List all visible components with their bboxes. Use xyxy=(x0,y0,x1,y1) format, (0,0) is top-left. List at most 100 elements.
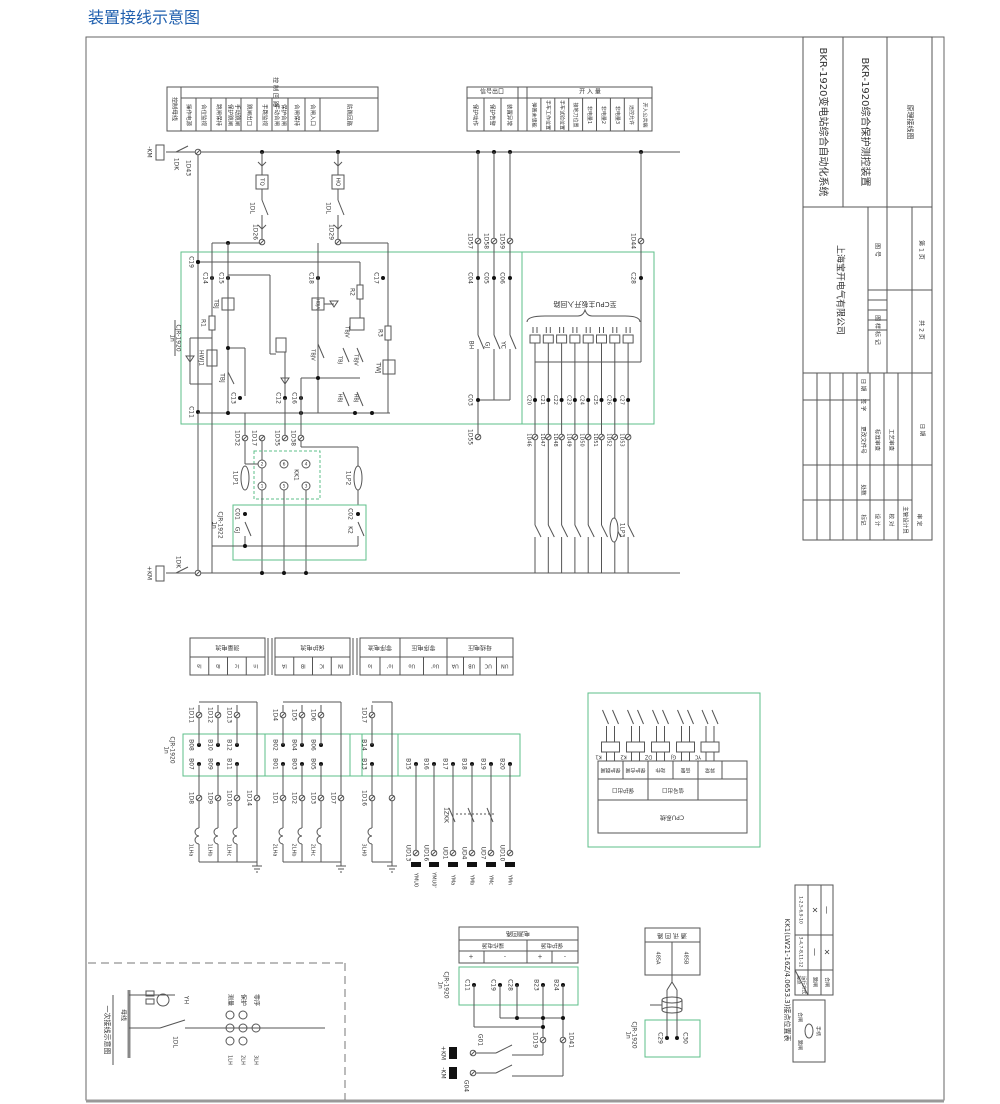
wire xyxy=(337,224,343,230)
table-cell: 跳闸保持 xyxy=(215,104,223,127)
terminal-label: 1D58 xyxy=(483,233,490,249)
pin-label: C18 xyxy=(308,272,315,284)
junction-dot xyxy=(476,276,480,280)
table-cell: Uo' xyxy=(431,663,439,669)
plate-label: 1LP3 xyxy=(619,523,626,538)
table-mark: × xyxy=(811,907,820,914)
table-cell: 485A xyxy=(655,952,661,966)
component-label: HBJA xyxy=(315,299,321,311)
terminal-slash xyxy=(234,712,240,718)
coil-icon xyxy=(651,741,670,753)
page-title: 装置接线示意图 xyxy=(88,8,201,27)
bus-terminal-icon xyxy=(505,862,515,867)
role-label: 设 计 xyxy=(874,514,882,527)
table-cell: IC xyxy=(319,663,324,669)
terminal-slash xyxy=(625,434,631,440)
ct-icon xyxy=(225,1023,235,1033)
table-cell: 操作电源 xyxy=(185,104,193,127)
drawing-frame xyxy=(85,36,945,1101)
terminal-slash xyxy=(335,239,341,245)
pin-label: B24 xyxy=(553,979,560,991)
switch-label: 1DK xyxy=(173,158,180,171)
pin-label: C16 xyxy=(291,392,298,404)
terminal-slash xyxy=(638,238,644,244)
table-cell: Ic xyxy=(235,663,239,669)
pin-label: B05 xyxy=(310,758,317,770)
terminal-slash xyxy=(369,712,375,718)
device-label: 1n xyxy=(625,1031,632,1039)
table-cell: 接点 xyxy=(796,976,803,985)
terminal-slash xyxy=(470,1070,476,1076)
pin-label: C12 xyxy=(275,392,282,404)
terminal-label: 1D26 xyxy=(252,224,259,240)
function-label: 测量 xyxy=(227,994,235,1006)
terminal-slash xyxy=(318,712,324,718)
terminal-slash xyxy=(254,795,260,801)
switch-contact-icon xyxy=(662,709,669,725)
terminal-slash xyxy=(282,435,288,441)
bus-label: YMb xyxy=(469,874,475,886)
kk-contact-icon xyxy=(279,459,289,469)
pin-label: B13 xyxy=(361,758,368,770)
revision-header: 签 字 xyxy=(860,399,868,412)
terminal-label: 1D6 xyxy=(310,709,317,721)
terminal-label: 1D44 xyxy=(630,233,637,249)
ct-icon xyxy=(225,1036,235,1046)
terminal-slash xyxy=(612,434,618,440)
switch-contact-icon xyxy=(711,709,719,725)
breaker-label: 1DL xyxy=(249,202,256,214)
review-label: 日 期 xyxy=(919,424,926,437)
table-cell: + xyxy=(537,954,542,961)
switch-contact-icon xyxy=(477,334,485,350)
junction-dot xyxy=(508,276,512,280)
junction-dot xyxy=(226,411,230,415)
bus-label: 母线 xyxy=(120,1009,128,1021)
pin-label: C11 xyxy=(464,979,471,991)
cpu-cell: 保护跳闸 xyxy=(600,767,620,774)
terminal-slash xyxy=(338,795,344,801)
pin-label: B03 xyxy=(291,758,298,770)
bus-terminal-icon xyxy=(486,862,496,867)
page-number: 第 1 页 xyxy=(918,240,926,260)
table-cell: 合位监视 xyxy=(200,104,208,127)
pin-label: B01 xyxy=(272,758,279,770)
table-cell: 3-4,7-8,11-12 xyxy=(798,937,804,968)
bus-label: +KM xyxy=(440,1046,447,1060)
optocoupler-icon xyxy=(529,334,541,344)
junction-dot xyxy=(626,398,631,402)
terminal-slash xyxy=(540,1037,546,1043)
bus-label: YMU0' xyxy=(431,871,437,888)
pin-label: B16 xyxy=(423,758,430,770)
switch-contact-icon xyxy=(357,521,365,537)
table-cell: 合闸 xyxy=(824,977,831,987)
pin-label: C28 xyxy=(507,979,514,991)
table-cell: IN xyxy=(338,663,343,669)
device-model-label: CJR-1920 xyxy=(443,971,450,999)
pin-label: C26 xyxy=(605,395,611,405)
pressure-plate-icon xyxy=(240,465,250,491)
device-box-outputs xyxy=(232,504,367,561)
terminal-label: UD13 xyxy=(405,845,412,862)
table-header: 零序电流 xyxy=(368,644,392,652)
resistor-icon xyxy=(208,315,216,331)
wire xyxy=(333,161,339,167)
device-box-analog xyxy=(182,733,521,777)
ct-label: 2LHc xyxy=(310,844,316,857)
switch-contact-icon xyxy=(534,524,542,538)
terminal-label: 1D9 xyxy=(207,792,214,804)
switch-contact-icon xyxy=(612,709,619,725)
revision-header: 日 期 xyxy=(860,379,867,392)
junction-dot xyxy=(304,571,308,575)
table-cell: 跳闸 xyxy=(812,977,819,987)
component-label: HWJ1 xyxy=(198,350,205,366)
terminal-slash xyxy=(560,1037,566,1043)
table-cell: Ib xyxy=(216,663,221,669)
junction-dot xyxy=(260,571,264,575)
terminal-slash xyxy=(431,850,437,856)
coil-icon xyxy=(382,359,396,375)
switch-contact-icon xyxy=(448,807,456,823)
terminal-slash xyxy=(475,434,481,440)
wire xyxy=(666,981,673,991)
terminal-label: UD7 xyxy=(480,847,487,860)
pin-label: B06 xyxy=(310,739,317,751)
